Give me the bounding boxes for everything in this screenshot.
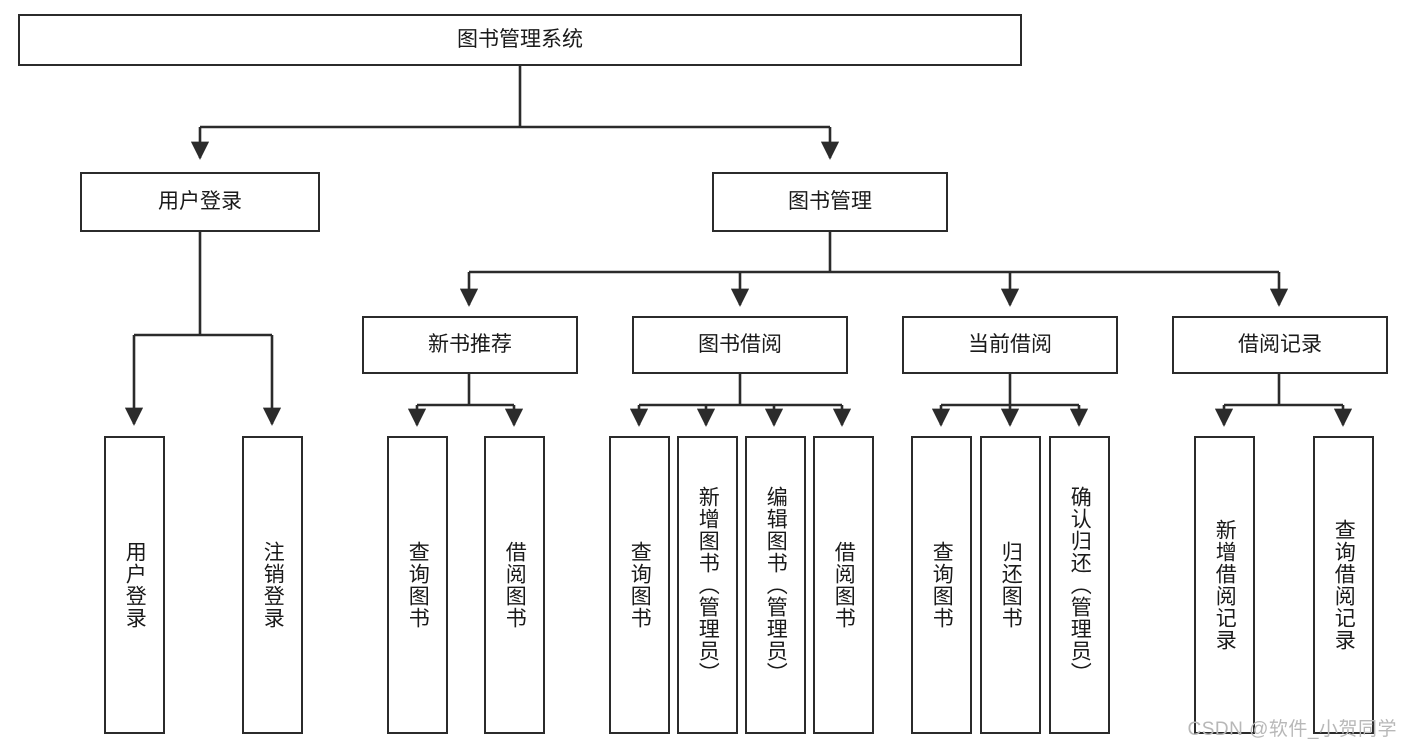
leaf-user-login-signout[interactable]: 注销登录 — [242, 436, 303, 734]
node-book-borrow[interactable]: 图书借阅 — [632, 316, 848, 374]
node-label: 用户登录 — [123, 541, 147, 629]
leaf-record-add[interactable]: 新增借阅记录 — [1194, 436, 1255, 734]
node-label: 新增借阅记录 — [1213, 519, 1237, 651]
leaf-current-query-book[interactable]: 查询图书 — [911, 436, 972, 734]
node-label: 借阅图书 — [503, 541, 527, 629]
leaf-new-book-query[interactable]: 查询图书 — [387, 436, 448, 734]
node-label: 查询图书 — [628, 541, 652, 629]
node-label: 图书管理 — [788, 190, 872, 214]
node-label: 新增图书（管理员） — [696, 486, 720, 684]
node-label: 查询图书 — [930, 541, 954, 629]
node-new-book-recommend[interactable]: 新书推荐 — [362, 316, 578, 374]
leaf-borrow-borrow-book[interactable]: 借阅图书 — [813, 436, 874, 734]
node-current-borrow[interactable]: 当前借阅 — [902, 316, 1118, 374]
node-label: 当前借阅 — [968, 333, 1052, 357]
node-root-system[interactable]: 图书管理系统 — [18, 14, 1022, 66]
node-label: 图书管理系统 — [457, 28, 583, 52]
node-label: 查询借阅记录 — [1332, 519, 1356, 651]
node-label: 查询图书 — [406, 541, 430, 629]
node-label: 借阅记录 — [1238, 333, 1322, 357]
node-user-login[interactable]: 用户登录 — [80, 172, 320, 232]
leaf-borrow-query-book[interactable]: 查询图书 — [609, 436, 670, 734]
node-book-management[interactable]: 图书管理 — [712, 172, 948, 232]
leaf-borrow-edit-book-admin[interactable]: 编辑图书（管理员） — [745, 436, 806, 734]
node-label: 编辑图书（管理员） — [764, 486, 788, 684]
leaf-borrow-add-book-admin[interactable]: 新增图书（管理员） — [677, 436, 738, 734]
leaf-record-query[interactable]: 查询借阅记录 — [1313, 436, 1374, 734]
node-label: 图书借阅 — [698, 333, 782, 357]
node-label: 新书推荐 — [428, 333, 512, 357]
leaf-new-book-borrow[interactable]: 借阅图书 — [484, 436, 545, 734]
node-label: 确认归还（管理员） — [1068, 486, 1092, 684]
node-borrow-record[interactable]: 借阅记录 — [1172, 316, 1388, 374]
watermark: CSDN @软件_小贺同学 — [1187, 719, 1397, 740]
node-label: 借阅图书 — [832, 541, 856, 629]
node-label: 注销登录 — [261, 541, 285, 629]
leaf-user-login-signin[interactable]: 用户登录 — [104, 436, 165, 734]
leaf-current-return-book[interactable]: 归还图书 — [980, 436, 1041, 734]
leaf-current-confirm-return-admin[interactable]: 确认归还（管理员） — [1049, 436, 1110, 734]
node-label: 用户登录 — [158, 190, 242, 214]
node-label: 归还图书 — [999, 541, 1023, 629]
